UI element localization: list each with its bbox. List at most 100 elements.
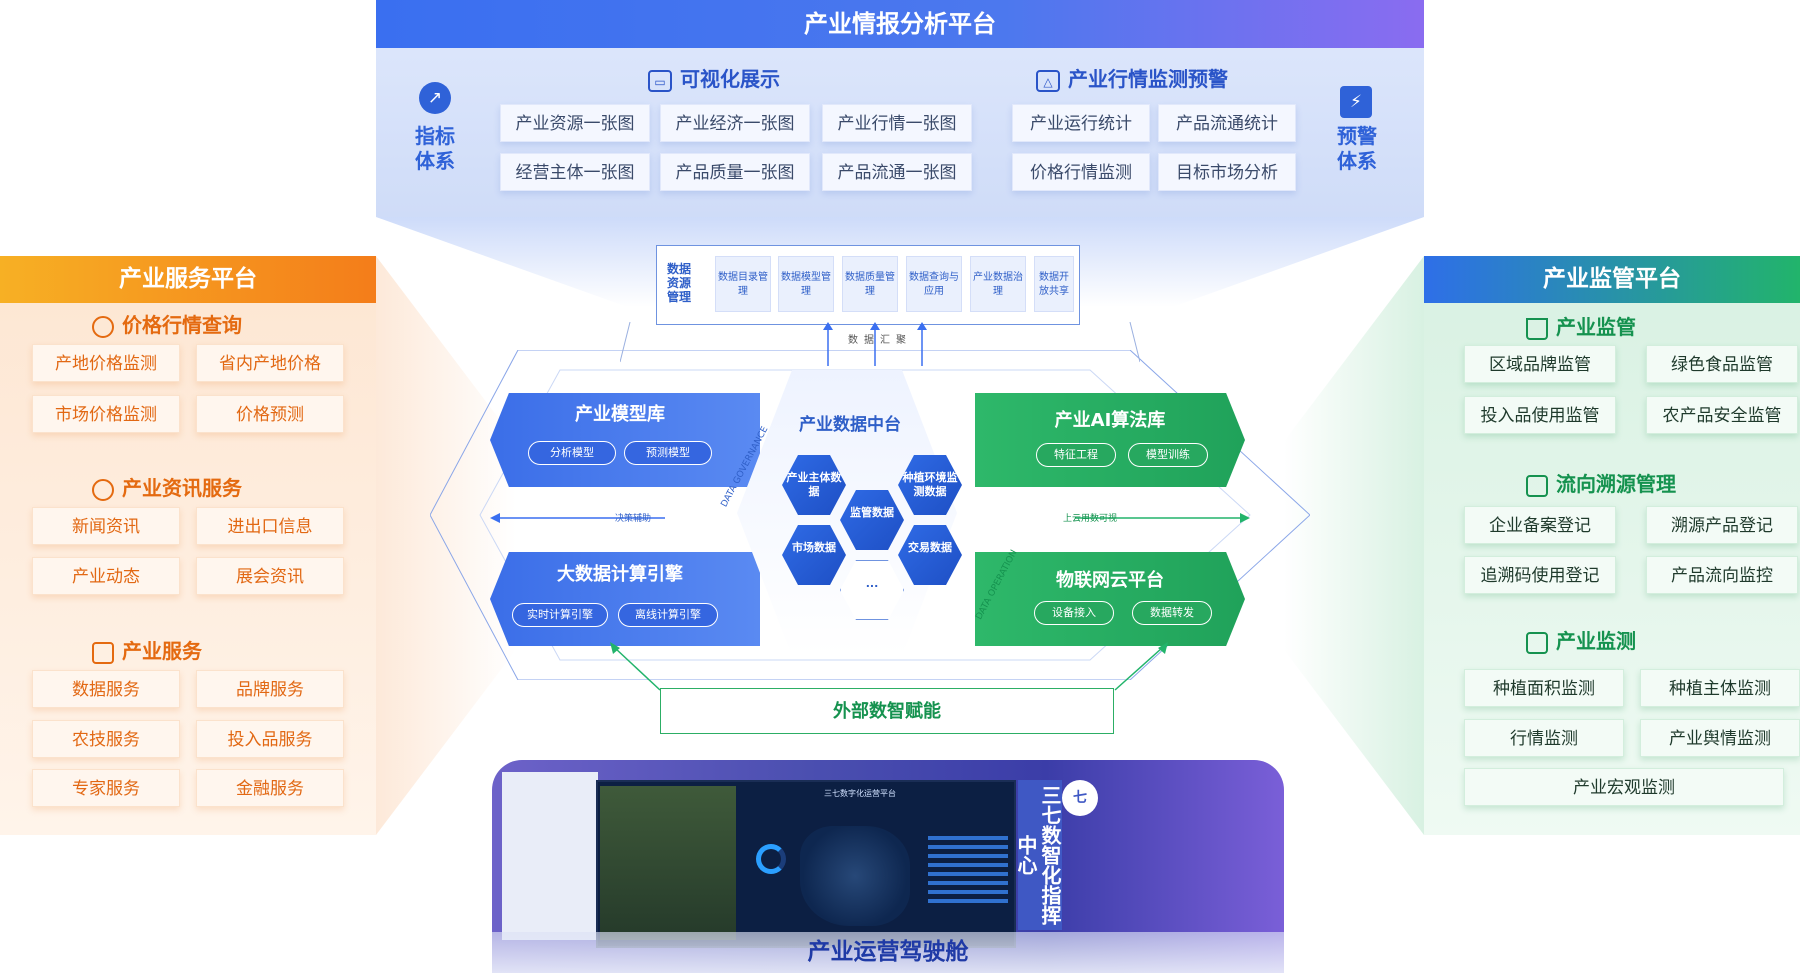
service-item[interactable]: 展会资讯 — [196, 557, 344, 595]
service-item[interactable]: 专家服务 — [32, 769, 180, 807]
supervision-platform-title: 产业监管平台 — [1424, 256, 1800, 303]
analysis-model-pill[interactable]: 分析模型 — [528, 441, 616, 465]
location-icon — [92, 478, 114, 501]
supervision-item[interactable]: 区域品牌监管 — [1464, 345, 1616, 383]
screen-title: 三七数字化运营平台 — [824, 789, 896, 798]
monitor-item[interactable]: 目标市场分析 — [1158, 153, 1296, 191]
service-item[interactable]: 产业动态 — [32, 557, 180, 595]
model-training-pill[interactable]: 模型训练 — [1128, 443, 1208, 467]
trace-icon — [1526, 474, 1548, 497]
feature-eng-pill[interactable]: 特征工程 — [1036, 443, 1116, 467]
bigdata-engine-title: 大数据计算引擎 — [557, 564, 683, 585]
visual-item[interactable]: 产业行情一张图 — [822, 104, 972, 142]
iot-cloud-title: 物联网云平台 — [1056, 570, 1164, 591]
photo-info-wall — [502, 772, 598, 940]
realtime-engine-pill[interactable]: 实时计算引擎 — [512, 603, 608, 627]
offline-engine-pill[interactable]: 离线计算引擎 — [618, 603, 718, 627]
data-forward-pill[interactable]: 数据转发 — [1132, 601, 1212, 625]
trace-item[interactable]: 产品流向监控 — [1646, 556, 1798, 594]
hub-cell[interactable]: 交易数据 — [898, 525, 962, 585]
center-hexagon-outline — [430, 350, 1310, 680]
hub-cell[interactable]: 产业主体数据 — [782, 455, 846, 515]
bigdata-engine-band — [490, 552, 760, 646]
warning-system-label: 预警体系 — [1337, 124, 1377, 173]
trend-icon: ↗ — [419, 82, 451, 114]
market-monitor-heading: △产业行情监测预警 — [1036, 64, 1276, 94]
device-access-pill[interactable]: 设备接入 — [1034, 601, 1114, 625]
monitoring-item[interactable]: 产业宏观监测 — [1464, 768, 1784, 806]
service-item[interactable]: 农技服务 — [32, 720, 180, 758]
data-mgmt-item[interactable]: 产业数据治理 — [970, 256, 1026, 312]
data-mgmt-item[interactable]: 数据目录管理 — [715, 256, 771, 312]
intel-platform-title: 产业情报分析平台 — [376, 0, 1424, 48]
visual-item[interactable]: 产业资源一张图 — [500, 104, 650, 142]
ai-library-band — [975, 393, 1245, 487]
data-hub-title: 产业数据中台 — [799, 415, 901, 435]
supervision-item[interactable]: 绿色食品监管 — [1646, 345, 1798, 383]
hub-cell[interactable]: 种植环境监测数据 — [898, 455, 962, 515]
monitor-item[interactable]: 产业运行统计 — [1012, 104, 1150, 142]
visual-item[interactable]: 产品流通一张图 — [822, 153, 972, 191]
hub-cell[interactable]: 监管数据 — [840, 490, 904, 550]
photo-greenhouse-view — [600, 786, 736, 940]
model-library-title: 产业模型库 — [575, 404, 665, 425]
external-arrows — [610, 642, 1168, 691]
ai-library-title: 产业AI算法库 — [1054, 410, 1166, 431]
trace-item[interactable]: 溯源产品登记 — [1646, 506, 1798, 544]
data-mgmt-item[interactable]: 数据开放共享 — [1034, 256, 1074, 312]
command-center-sign: 三七数智化指挥中心 — [1014, 780, 1062, 930]
monitor-item[interactable]: 产品流通统计 — [1158, 104, 1296, 142]
trace-item[interactable]: 企业备案登记 — [1464, 506, 1616, 544]
visual-display-heading: ▭可视化展示 — [648, 64, 888, 94]
monitoring-item[interactable]: 行情监测 — [1464, 719, 1624, 757]
hub-cell[interactable]: 市场数据 — [782, 525, 846, 585]
monitoring-item[interactable]: 种植面积监测 — [1464, 669, 1624, 707]
cloud-visual-label: 上云用数可视 — [1062, 514, 1117, 524]
data-resource-mgmt-label: 数据资源管理 — [666, 262, 691, 304]
service-item[interactable]: 新闻资讯 — [32, 507, 180, 545]
service-item[interactable]: 品牌服务 — [196, 670, 344, 708]
service-item[interactable]: 价格预测 — [196, 395, 344, 433]
bar-chart-icon — [92, 315, 114, 338]
service-item[interactable]: 投入品服务 — [196, 720, 344, 758]
cockpit-caption: 产业运营驾驶舱 — [492, 932, 1284, 973]
iot-cloud-band — [975, 552, 1245, 646]
monitoring-item[interactable]: 种植主体监测 — [1640, 669, 1800, 707]
industry-service-heading: 产业服务 — [92, 636, 332, 666]
screen-map — [800, 826, 910, 926]
visual-item[interactable]: 经营主体一张图 — [500, 153, 650, 191]
alarm-icon: ⚡ — [1340, 86, 1372, 118]
hub-cell-more[interactable]: ... — [840, 560, 904, 620]
monitoring-item[interactable]: 产业舆情监测 — [1640, 719, 1800, 757]
crown-icon — [1526, 317, 1548, 340]
price-query-heading: 价格行情查询 — [92, 310, 332, 340]
trace-heading: 流向溯源管理 — [1526, 469, 1766, 499]
service-platform-title: 产业服务平台 — [0, 256, 376, 303]
service-item[interactable]: 进出口信息 — [196, 507, 344, 545]
visual-item[interactable]: 产品质量一张图 — [660, 153, 810, 191]
service-item[interactable]: 产地价格监测 — [32, 344, 180, 382]
model-library-band — [490, 393, 760, 487]
service-item[interactable]: 金融服务 — [196, 769, 344, 807]
monitor-item[interactable]: 价格行情监测 — [1012, 153, 1150, 191]
screen-bar-chart — [928, 836, 1008, 906]
service-item[interactable]: 市场价格监测 — [32, 395, 180, 433]
data-mgmt-item[interactable]: 数据查询与应用 — [906, 256, 962, 312]
supervision-item[interactable]: 投入品使用监管 — [1464, 396, 1616, 434]
data-mgmt-item[interactable]: 数据质量管理 — [842, 256, 898, 312]
data-mgmt-item[interactable]: 数据模型管理 — [778, 256, 834, 312]
screen-donut-chart — [756, 844, 786, 874]
supervision-heading: 产业监管 — [1526, 312, 1766, 342]
alert-bell-icon: △ — [1036, 69, 1060, 92]
trace-item[interactable]: 追溯码使用登记 — [1464, 556, 1616, 594]
decision-support-label: 决策辅助 — [614, 514, 651, 524]
upward-arrows — [620, 322, 1140, 366]
supervision-item[interactable]: 农产品安全监管 — [1646, 396, 1798, 434]
monitoring-heading: 产业监测 — [1526, 626, 1766, 656]
company-logo: 七 — [1062, 780, 1098, 816]
visual-item[interactable]: 产业经济一张图 — [660, 104, 810, 142]
info-service-heading: 产业资讯服务 — [92, 473, 332, 503]
service-item[interactable]: 省内产地价格 — [196, 344, 344, 382]
service-item[interactable]: 数据服务 — [32, 670, 180, 708]
forecast-model-pill[interactable]: 预测模型 — [624, 441, 712, 465]
